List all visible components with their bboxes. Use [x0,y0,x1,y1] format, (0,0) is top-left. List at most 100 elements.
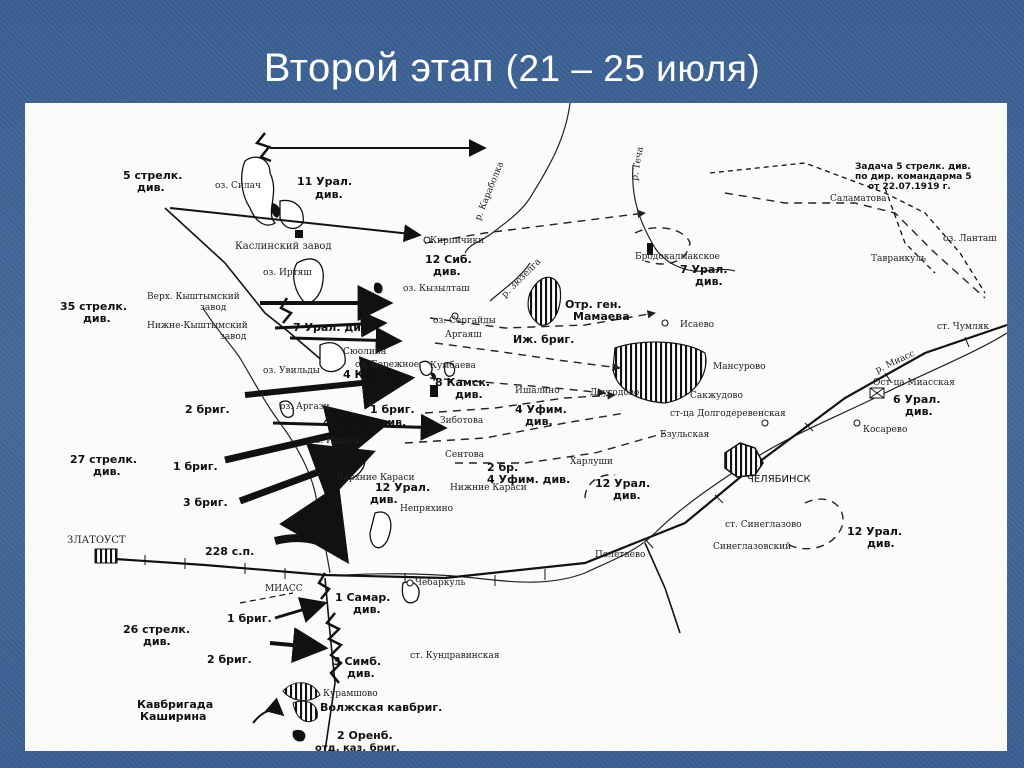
label-chelyabinsk: ЧЕЛЯБИНСК [747,474,811,485]
label-river-karabolka: р. Караболка [473,159,507,222]
hatched-areas [527,276,707,404]
unit-kavbrig-2: Каширина [140,710,206,723]
label-sinegl-2: Синеглазовский [713,542,791,552]
unit-1-brig-c: 1 бриг. [227,612,272,625]
task-note-2: по дир. командарма 5 [855,172,972,182]
unit-7-ural-a: 7 Урал. [680,263,728,276]
label-ezulskaya: Бзульская [660,430,709,440]
unit-4-ufim-c: див. [525,415,553,428]
unit-2-brig: 2 бриг. [185,403,230,416]
label-saykudovo: Сакжудово [690,391,743,401]
unit-7-ural: 7 Урал. див. [293,321,372,334]
unit-2-orenb-2: отд. каз. бриг. [315,742,400,751]
chelyabinsk-city [724,442,764,478]
title-dates: (21 – 25 июля) [505,48,761,89]
lake-uvildy [319,342,346,373]
unit-mamaev-2: Мамаева [573,310,630,323]
unit-6-ural-2: див. [905,405,933,418]
label-kirpichniki: Кирпичики [430,236,484,246]
label-miass: МИАСС [265,584,303,594]
unit-volzh: Волжская кавбриг. [320,701,442,714]
unit-35-div: 35 стрелк. [60,300,127,313]
label-kosarevo: Косарево [863,425,907,435]
label-kasli: Каслинский завод [235,241,332,252]
unit-11-ural-2: див. [315,188,343,201]
label-verkh-kyshtym: Верх. Кыштымский [147,292,240,302]
label-argazi: оз. Аргази [280,402,330,412]
map-symbols [94,230,885,742]
label-nepryakhino: Непряхино [400,504,453,514]
label-dolgoderevenskaya: ст-ца Долгодеревенская [670,409,786,419]
unit-2-orenb: 2 Оренб. [337,729,393,742]
unit-8-kamsk: 8 Камск. [435,376,490,389]
unit-1-samar-2: див. [353,603,381,616]
label-nizh-kyshtym: Нижне-Кыштымский [147,321,248,331]
label-zlatoust: ЗЛАТОУСТ [67,535,126,546]
unit-6-ural: 6 Урал. [893,393,941,406]
label-irtyash: оз. Иртяш [263,268,312,278]
task-note-1: Задача 5 стрелк. див. [855,162,971,172]
label-kyzyltash: оз. Кызылташ [403,284,470,294]
label-tavrankul: Тавранкуль [871,254,926,264]
unit-mamaev: Отр. ген. [565,298,622,311]
lake-argazi [279,400,294,418]
label-kundravinskaya: ст. Кундравинская [410,651,500,661]
label-uvildy: оз. Увильды [263,366,320,376]
river-zyuzelga [489,262,531,302]
label-ishalino: Ишалино [515,386,560,396]
unit-12-sib: 12 Сиб. [425,253,472,266]
unit-3-simb-2: див. [347,667,375,680]
unit-4-ufim: 4 Уфим. див. [323,416,406,429]
unit-26-div-2: див. [143,635,171,648]
label-sentova: Сентова [445,450,485,460]
unit-35-div-2: див. [83,312,111,325]
unit-1-brig-top: 1 бриг. [370,403,415,416]
front-line [254,132,344,684]
label-kharluchi: Харлуши [570,457,613,467]
unit-4-ufim-d: 4 Уфим. див. [487,473,570,486]
label-zibotova: Зиботова [440,415,484,426]
lake-nepryakhino [369,511,392,549]
label-verkh-karasi: Верхние Караси [337,473,414,483]
label-mansurovo: Мансурово [713,362,766,372]
unit-12-ural: 12 Урал. [375,481,430,494]
label-chebarkul: Чебаркуль [415,577,465,588]
task-zone [709,162,986,294]
unit-27-div: 27 стрелк. [70,453,137,466]
label-river-techa: р. Теча [630,146,646,182]
unit-3-brig: 3 бриг. [183,496,228,509]
unit-5-div: 5 стрелк. [123,169,182,182]
title-main: Второй этап [263,46,494,90]
label-sinegl-1: ст. Синеглазово [725,520,802,530]
unit-11-ural: 11 Урал. [297,175,352,188]
label-argayash: Аргаяш [445,330,482,340]
label-berzhniki: оз. Бережное [355,360,419,370]
unit-7-ural-a-2: див. [695,275,723,288]
unit-228-sp: 228 с.п. [205,545,254,558]
unit-5-div-2: див. [137,181,165,194]
label-sergaydy: оз. Сергайды [433,316,496,326]
railways [99,207,1007,751]
enemy-concentration [612,341,707,404]
railway-main [99,323,1007,580]
unit-4-ufim-b: 4 Уфим. [515,403,567,416]
unit-3-simb: 3 Симб. [333,655,381,668]
label-dvurogo: Двугодово [590,388,639,398]
unit-26-div: 26 стрелк. [123,623,190,636]
label-poletaevo: Полетаево [595,550,645,560]
river-techa [632,164,736,272]
lake-irtyash [293,258,324,304]
dashed-movements [404,192,986,550]
label-verkh-kyshtym-2: завод [200,303,227,313]
unit-kavbrig: Кавбригада [137,698,213,711]
unit-4-kaz: 4 Каз. бр. [343,368,405,381]
unit-1-samar: 1 Самар. [335,591,390,604]
unit-27-div-2: див. [93,465,121,478]
lake-silach [241,156,277,226]
label-kuramshovo: Курамшово [323,689,378,699]
lakes [241,156,456,604]
label-brodokalmak: Бродокалмакское [635,252,720,262]
unit-12-ural-d-2: див. [867,537,895,550]
unit-izh: Иж. бриг. [513,333,574,346]
unit-12-ural-d: 12 Урал. [847,525,902,538]
